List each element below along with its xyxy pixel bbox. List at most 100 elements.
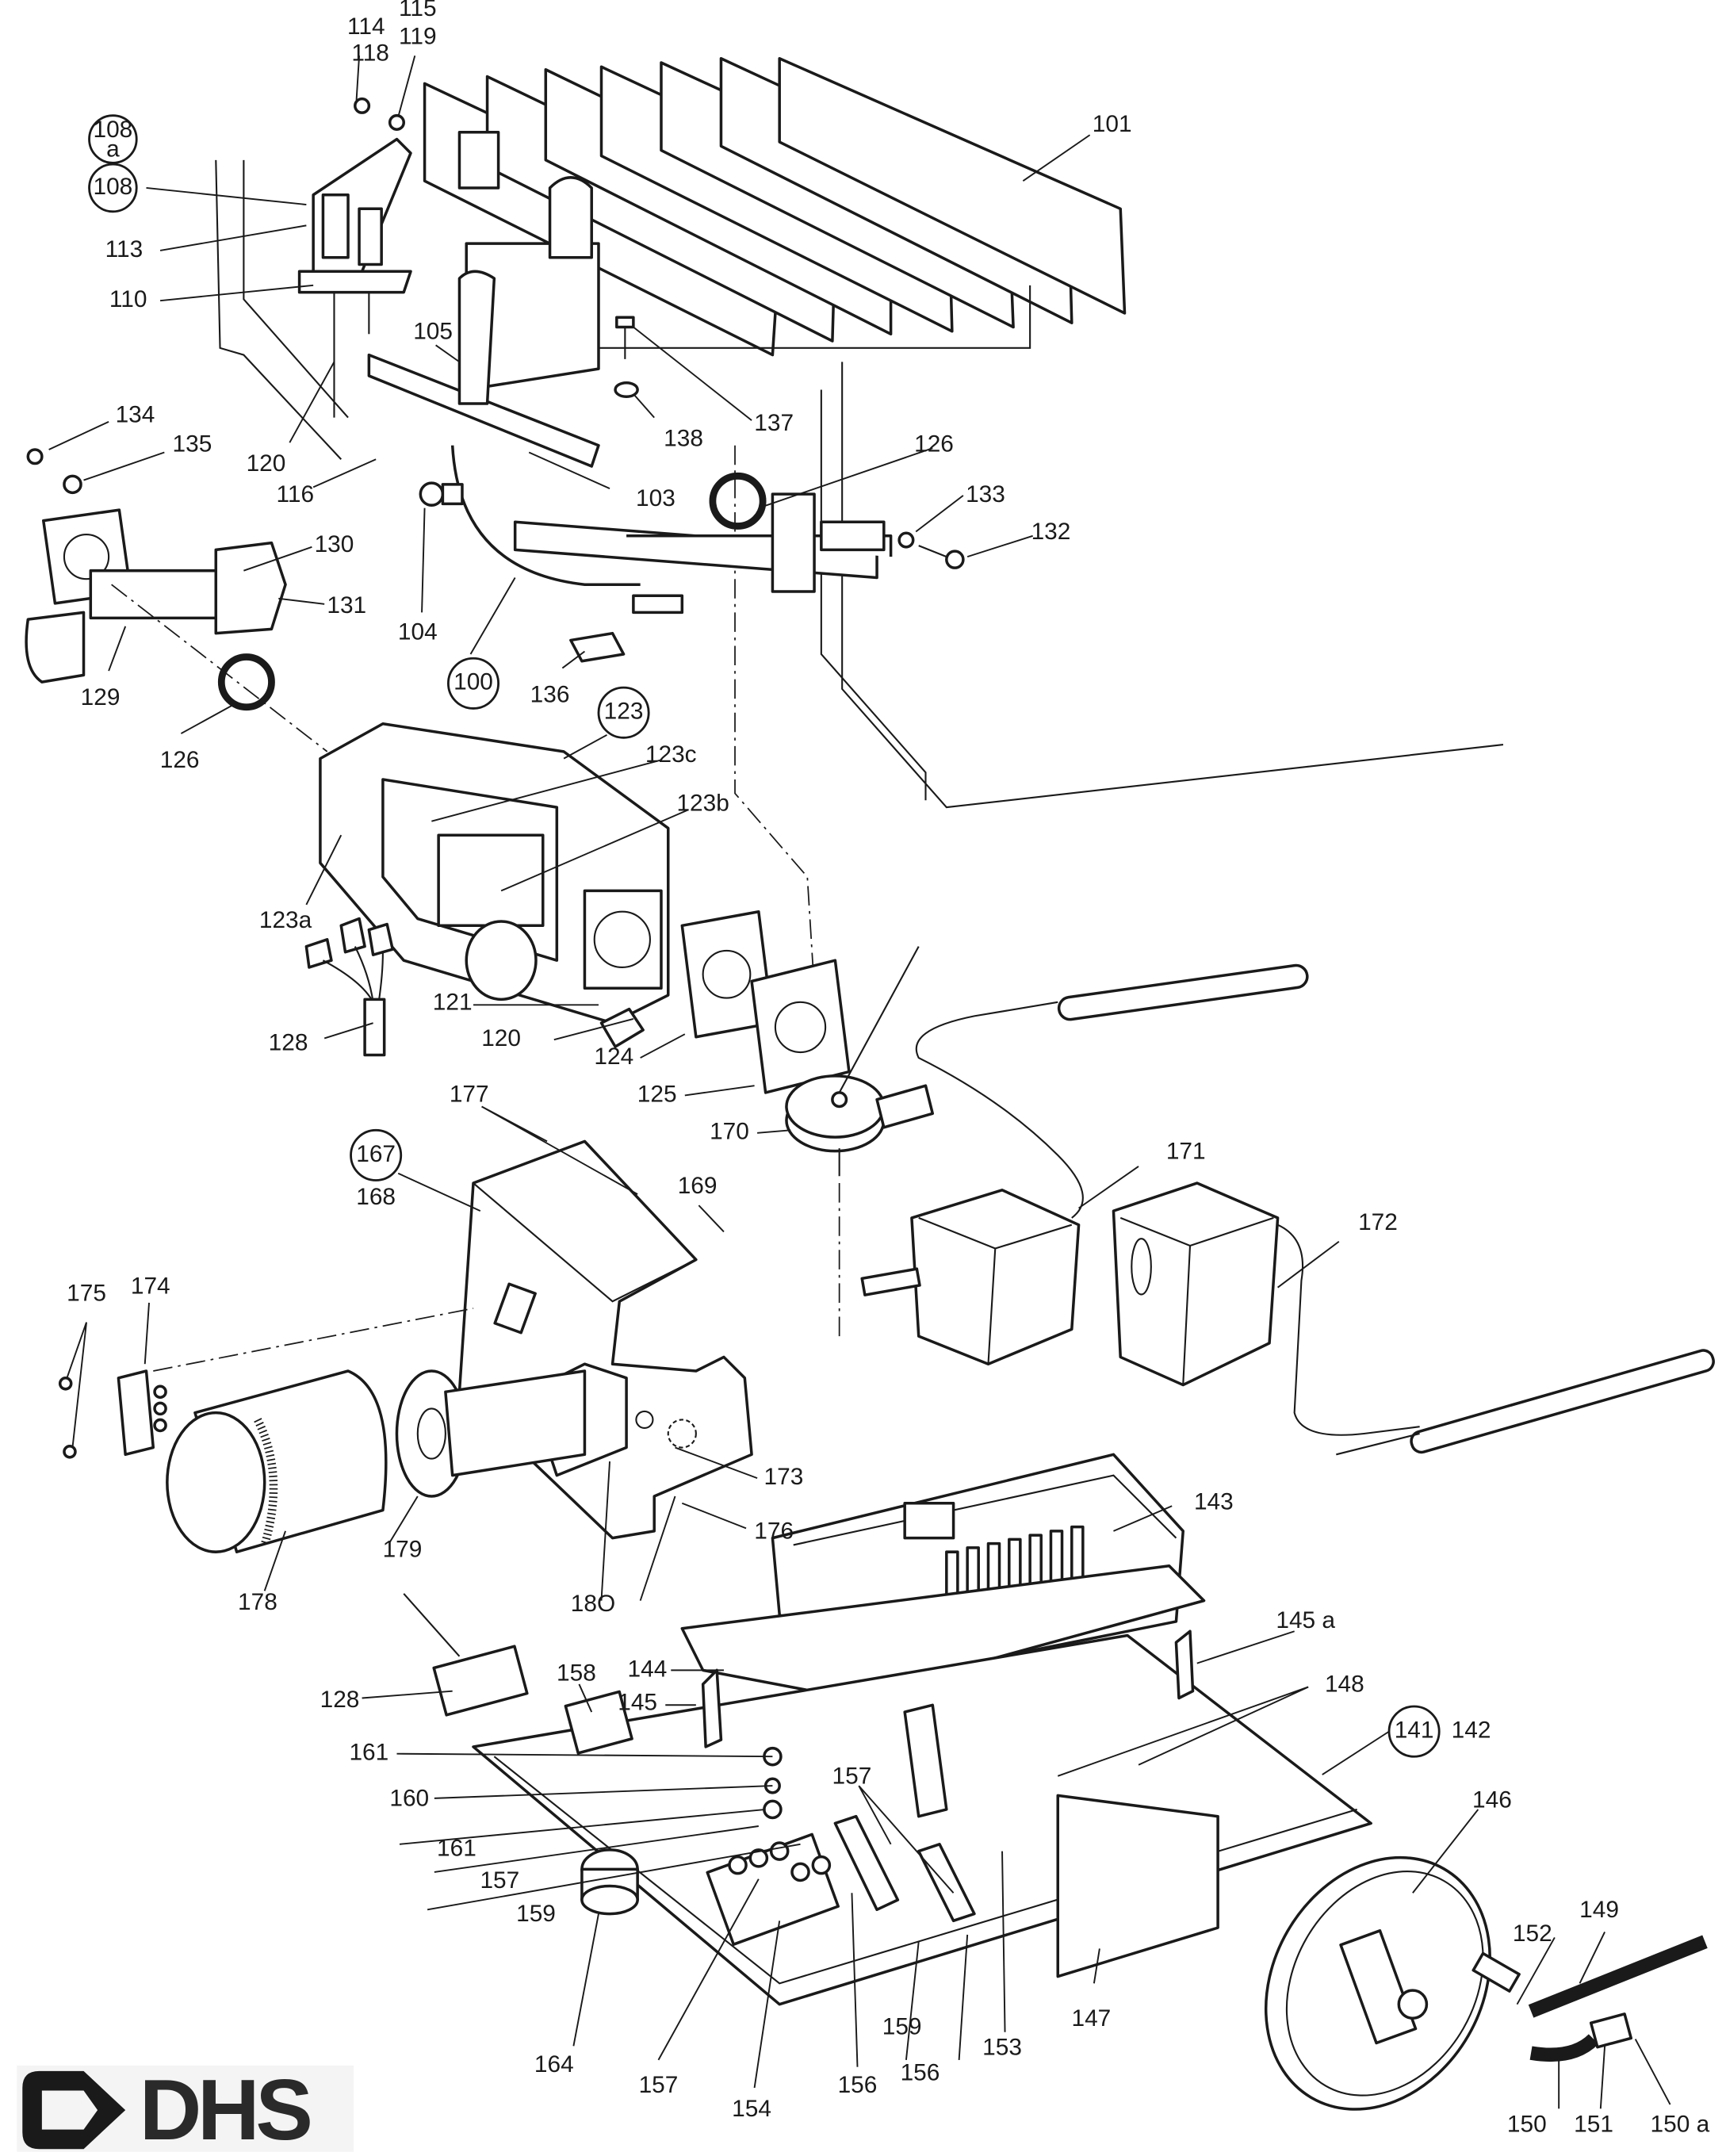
label-149: 149 <box>1579 1897 1619 1923</box>
label-159-b: 159 <box>882 2013 922 2039</box>
circled-labels <box>88 114 1441 1758</box>
connector-158 <box>564 1690 633 1755</box>
label-131: 131 <box>327 592 366 618</box>
label-116: 116 <box>277 481 315 507</box>
label-147: 147 <box>1071 2005 1111 2032</box>
circle-100 <box>447 657 500 710</box>
label-160: 160 <box>389 1786 429 1812</box>
label-113: 113 <box>105 236 144 262</box>
fasteners <box>26 97 965 569</box>
label-161-a: 161 <box>349 1740 388 1766</box>
label-120-mid: 120 <box>481 1025 521 1051</box>
label-103: 103 <box>636 485 675 511</box>
label-115: 115 <box>399 0 437 21</box>
label-101: 101 <box>1093 111 1132 137</box>
label-157-b: 157 <box>480 1867 519 1894</box>
circle-141 <box>1387 1705 1441 1758</box>
label-156-b: 156 <box>901 2059 940 2085</box>
label-144: 144 <box>628 1656 668 1682</box>
label-158: 158 <box>557 1660 596 1687</box>
gas-inlet <box>25 508 328 752</box>
label-146: 146 <box>1472 1786 1512 1813</box>
label-172: 172 <box>1358 1209 1398 1235</box>
label-168: 168 <box>356 1184 396 1210</box>
burner-bracket <box>457 131 500 190</box>
label-126-left: 126 <box>160 747 200 773</box>
label-120-top: 120 <box>247 450 286 477</box>
label-153: 153 <box>982 2035 1022 2061</box>
manifold-assembly <box>367 270 893 663</box>
label-138: 138 <box>664 426 703 452</box>
label-174: 174 <box>131 1273 170 1300</box>
blower-178 <box>166 1369 587 1553</box>
label-108a-suffix: a <box>106 136 120 162</box>
label-114: 114 <box>347 13 385 40</box>
label-119: 119 <box>399 23 437 49</box>
air-pressure-switch-146 <box>1264 1855 1708 2111</box>
terminal-block-154 <box>706 1814 976 1946</box>
label-128-bot: 128 <box>320 1687 360 1713</box>
label-150: 150 <box>1507 2111 1547 2137</box>
bracket-147 <box>1056 1794 1219 1978</box>
burner-housing-167 <box>457 1139 753 1540</box>
label-137: 137 <box>754 410 794 436</box>
logo-text: DHS <box>140 2062 311 2156</box>
label-123c: 123c <box>645 741 697 768</box>
part-labels: 108 a 108 114 118 115 119 113 110 101 10… <box>67 0 1709 2137</box>
label-169: 169 <box>678 1173 718 1199</box>
dhs-logo: DHS <box>17 2062 354 2156</box>
label-145a: 145 a <box>1276 1607 1335 1633</box>
label-164: 164 <box>534 2051 574 2077</box>
label-133: 133 <box>966 481 1005 507</box>
label-123b: 123b <box>676 790 729 816</box>
label-125: 125 <box>637 1081 677 1107</box>
circle-167 <box>350 1128 403 1181</box>
thermostat-171 <box>860 963 1309 1365</box>
label-121: 121 <box>433 989 473 1015</box>
label-157-c: 157 <box>639 2072 679 2098</box>
label-150a: 150 a <box>1651 2111 1710 2137</box>
clip-136 <box>569 631 626 663</box>
label-171: 171 <box>1166 1138 1206 1164</box>
label-132: 132 <box>1031 519 1071 545</box>
label-180: 18O <box>571 1591 615 1617</box>
label-108a: 108 <box>93 117 132 143</box>
arrow-right-bracket-icon <box>22 2070 126 2150</box>
label-126-top: 126 <box>914 431 954 458</box>
label-145: 145 <box>618 1689 657 1715</box>
flange-125 <box>750 959 851 1094</box>
label-129: 129 <box>81 684 121 710</box>
connector-128 <box>432 1645 529 1717</box>
burner-assembly <box>423 56 1127 392</box>
thermostat-172 <box>1112 1181 1715 1456</box>
label-154: 154 <box>732 2096 771 2122</box>
label-110: 110 <box>109 286 147 312</box>
label-177: 177 <box>450 1081 489 1107</box>
pressure-switch-170 <box>785 946 935 1337</box>
leader-lines <box>48 55 1671 2109</box>
label-173: 173 <box>764 1464 804 1490</box>
label-142: 142 <box>1452 1718 1491 1744</box>
chassis-141 <box>403 1593 1372 2006</box>
label-141: 141 <box>1395 1718 1434 1744</box>
label-176: 176 <box>754 1518 794 1544</box>
label-170: 170 <box>710 1119 749 1145</box>
pilot-assembly <box>297 137 412 418</box>
label-179: 179 <box>383 1536 423 1562</box>
label-159-a: 159 <box>516 1901 556 1927</box>
label-134: 134 <box>116 402 155 428</box>
label-136: 136 <box>530 682 570 708</box>
connector-174 <box>58 1308 474 1459</box>
label-157-a: 157 <box>832 1763 872 1789</box>
label-135: 135 <box>173 431 212 458</box>
label-152: 152 <box>1513 1920 1552 1947</box>
label-100: 100 <box>454 669 493 695</box>
label-175: 175 <box>67 1280 106 1306</box>
label-123: 123 <box>604 699 644 725</box>
label-105: 105 <box>413 318 453 344</box>
wire-harness-top <box>304 917 394 1057</box>
label-123a: 123a <box>259 907 312 933</box>
gas-valve <box>319 722 851 1094</box>
label-124: 124 <box>594 1044 633 1070</box>
